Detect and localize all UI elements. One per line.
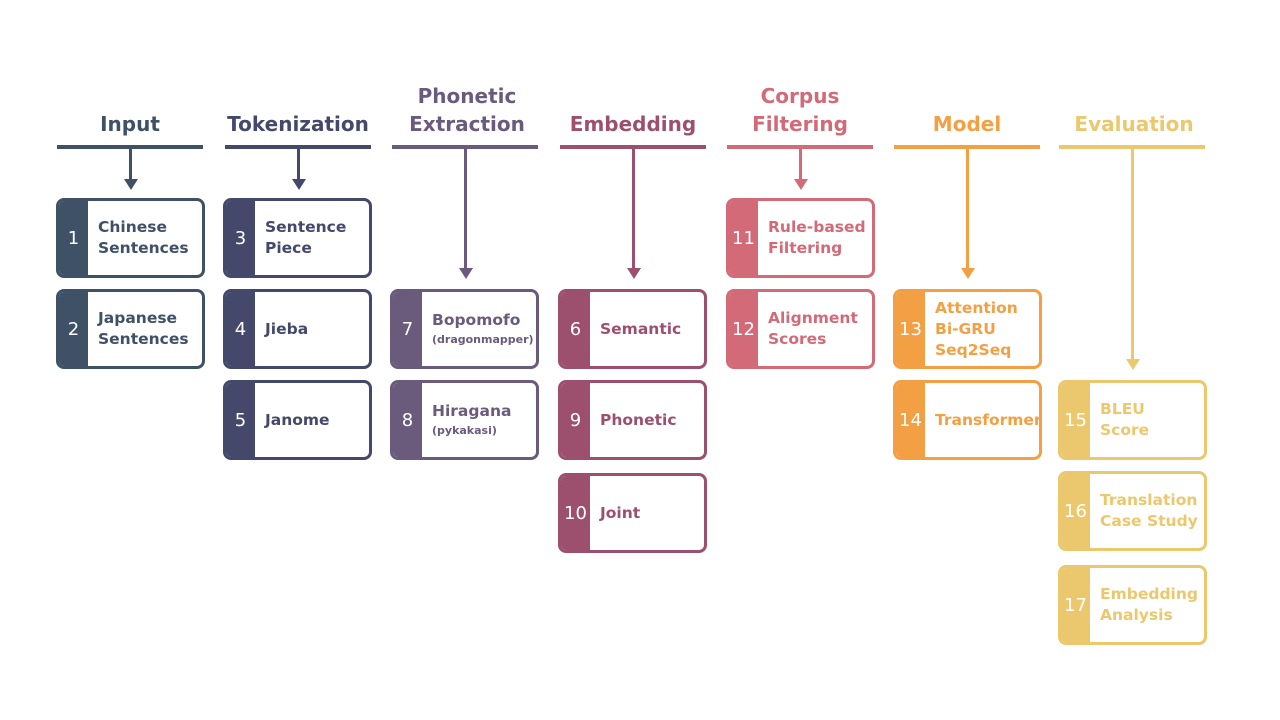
column-title-model: Model <box>932 112 1002 136</box>
step-number: 17 <box>1061 568 1090 642</box>
step-box-3: 3 Sentence Piece <box>223 198 372 278</box>
step-label: Semantic <box>590 292 704 366</box>
step-box-1: 1 Chinese Sentences <box>56 198 205 278</box>
step-label: Hiragana (pykakasi) <box>422 383 536 457</box>
arrow-head-icon <box>292 179 306 190</box>
arrow-head-icon <box>627 268 641 279</box>
step-label: Alignment Scores <box>758 292 872 366</box>
step-number: 4 <box>226 292 255 366</box>
step-label-main: Rule-based Filtering <box>768 218 866 257</box>
step-label-main: Janome <box>265 410 330 429</box>
step-box-17: 17 Embedding Analysis <box>1058 565 1207 645</box>
step-label: Jieba <box>255 292 369 366</box>
arrow-head-icon <box>961 268 975 279</box>
step-label-sub: (dragonmapper) <box>432 332 534 346</box>
step-box-13: 13 Attention Bi-GRU Seq2Seq <box>893 289 1042 369</box>
column-rule-tokenization <box>225 145 371 149</box>
column-arrow-phonetic-extraction <box>464 149 467 268</box>
step-box-9: 9 Phonetic <box>558 380 707 460</box>
arrow-head-icon <box>459 268 473 279</box>
step-box-16: 16 Translation Case Study <box>1058 471 1207 551</box>
step-number: 3 <box>226 201 255 275</box>
step-label-main: Sentence Piece <box>265 218 347 257</box>
step-label-main: Chinese Sentences <box>98 218 189 257</box>
column-title-tokenization: Tokenization <box>227 112 369 136</box>
step-box-15: 15 BLEU Score <box>1058 380 1207 460</box>
step-label: Phonetic <box>590 383 704 457</box>
step-label: Transformer <box>925 383 1042 457</box>
step-label-main: Embedding Analysis <box>1100 585 1198 624</box>
step-number: 13 <box>896 292 925 366</box>
step-number: 12 <box>729 292 758 366</box>
step-box-11: 11 Rule-based Filtering <box>726 198 875 278</box>
step-label: Janome <box>255 383 369 457</box>
step-number: 15 <box>1061 383 1090 457</box>
step-label-main: Joint <box>600 503 641 522</box>
step-number: 16 <box>1061 474 1090 548</box>
step-box-8: 8 Hiragana (pykakasi) <box>390 380 539 460</box>
step-number: 1 <box>59 201 88 275</box>
arrow-head-icon <box>1126 359 1140 370</box>
step-box-10: 10 Joint <box>558 473 707 553</box>
step-number: 8 <box>393 383 422 457</box>
arrow-head-icon <box>794 179 808 190</box>
step-label-main: Japanese Sentences <box>98 309 189 348</box>
column-rule-corpus-filtering <box>727 145 873 149</box>
step-label-main: Semantic <box>600 319 682 338</box>
step-label: Attention Bi-GRU Seq2Seq <box>925 292 1039 366</box>
step-box-7: 7 Bopomofo (dragonmapper) <box>390 289 539 369</box>
step-label: Japanese Sentences <box>88 292 202 366</box>
column-arrow-embedding <box>632 149 635 268</box>
step-number: 2 <box>59 292 88 366</box>
step-label-main: BLEU Score <box>1100 400 1150 439</box>
column-arrow-input <box>129 149 132 179</box>
step-box-4: 4 Jieba <box>223 289 372 369</box>
step-label-main: Bopomofo <box>432 310 521 329</box>
column-title-corpus-filtering: Corpus Filtering <box>752 84 848 136</box>
step-label: Embedding Analysis <box>1090 568 1204 642</box>
column-arrow-corpus-filtering <box>799 149 802 179</box>
column-rule-input <box>57 145 203 149</box>
step-box-14: 14 Transformer <box>893 380 1042 460</box>
step-number: 11 <box>729 201 758 275</box>
step-box-12: 12 Alignment Scores <box>726 289 875 369</box>
step-label: Bopomofo (dragonmapper) <box>422 292 536 366</box>
step-number: 10 <box>561 476 590 550</box>
step-number: 6 <box>561 292 590 366</box>
step-label: Translation Case Study <box>1090 474 1204 548</box>
step-label: Sentence Piece <box>255 201 369 275</box>
step-label-main: Hiragana <box>432 401 512 420</box>
step-label: BLEU Score <box>1090 383 1204 457</box>
step-box-6: 6 Semantic <box>558 289 707 369</box>
column-arrow-evaluation <box>1131 149 1134 359</box>
column-title-input: Input <box>100 112 160 136</box>
step-label: Chinese Sentences <box>88 201 202 275</box>
step-label-main: Attention Bi-GRU Seq2Seq <box>935 298 1018 359</box>
step-box-5: 5 Janome <box>223 380 372 460</box>
column-rule-embedding <box>560 145 706 149</box>
step-label: Rule-based Filtering <box>758 201 872 275</box>
step-number: 9 <box>561 383 590 457</box>
step-label-main: Jieba <box>265 319 309 338</box>
step-number: 5 <box>226 383 255 457</box>
step-label-main: Alignment Scores <box>768 309 858 348</box>
column-title-embedding: Embedding <box>569 112 697 136</box>
step-number: 7 <box>393 292 422 366</box>
column-arrow-tokenization <box>297 149 300 179</box>
step-label-main: Translation Case Study <box>1100 491 1198 530</box>
step-number: 14 <box>896 383 925 457</box>
column-title-phonetic-extraction: Phonetic Extraction <box>409 84 525 136</box>
step-label-main: Transformer <box>935 410 1042 429</box>
column-rule-model <box>894 145 1040 149</box>
column-arrow-model <box>966 149 969 268</box>
arrow-head-icon <box>124 179 138 190</box>
column-rule-phonetic-extraction <box>392 145 538 149</box>
column-title-evaluation: Evaluation <box>1074 112 1194 136</box>
step-label: Joint <box>590 476 704 550</box>
step-label-main: Phonetic <box>600 410 677 429</box>
step-box-2: 2 Japanese Sentences <box>56 289 205 369</box>
column-rule-evaluation <box>1059 145 1205 149</box>
step-label-sub: (pykakasi) <box>432 423 497 437</box>
